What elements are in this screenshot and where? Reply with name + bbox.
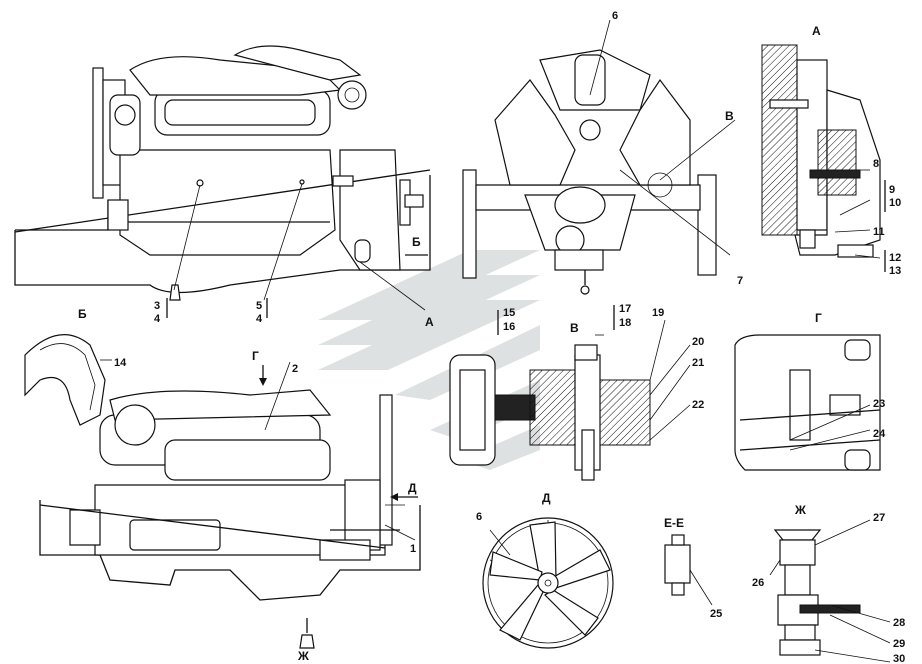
label-10: 10 (889, 197, 901, 209)
label-20: 20 (692, 336, 704, 348)
label-19: 19 (652, 307, 664, 319)
view-title-G: Г (815, 311, 822, 325)
label-12: 12 (889, 252, 901, 264)
view-B-mount (24, 334, 112, 426)
label-9: 9 (889, 184, 895, 196)
label-23: 23 (873, 398, 885, 410)
engine-front-view (462, 19, 736, 295)
label-18: 18 (619, 317, 631, 329)
engine-side-view-top (14, 45, 431, 318)
view-EE (664, 534, 713, 606)
label-25: 25 (710, 608, 722, 620)
callout-B: Б (412, 235, 421, 249)
label-6-top: 6 (612, 10, 618, 22)
label-22: 22 (692, 399, 704, 411)
label-11: 11 (873, 226, 885, 238)
label-6-fan: 6 (476, 511, 482, 523)
label-14: 14 (114, 357, 127, 369)
view-Zh-drain (769, 519, 891, 663)
callout-Zh: Ж (297, 649, 309, 663)
view-title-Zh: Ж (794, 503, 806, 517)
view-V-section (449, 305, 691, 481)
label-27: 27 (873, 512, 885, 524)
watermark-logo (318, 250, 540, 470)
label-5: 5 (256, 300, 262, 312)
label-3: 3 (154, 300, 160, 312)
label-4a: 4 (154, 313, 161, 325)
view-title-B: Б (78, 307, 87, 321)
label-17: 17 (619, 303, 631, 315)
label-8: 8 (873, 158, 879, 170)
label-24: 24 (873, 428, 886, 440)
view-title-D: Д (542, 491, 551, 505)
label-1: 1 (410, 543, 416, 555)
label-28: 28 (893, 617, 905, 629)
label-26: 26 (752, 577, 764, 589)
view-G (734, 334, 881, 471)
label-29: 29 (893, 638, 905, 650)
view-title-A: А (812, 24, 821, 38)
arrow-D: Д (408, 481, 417, 495)
view-D-fan (482, 517, 614, 649)
arrow-G: Г (252, 349, 259, 363)
label-2: 2 (292, 363, 298, 375)
callout-A: А (425, 315, 434, 329)
label-15: 15 (503, 307, 515, 319)
label-4b: 4 (256, 313, 263, 325)
label-21: 21 (692, 357, 704, 369)
label-7: 7 (737, 275, 743, 287)
callout-V: В (725, 109, 734, 123)
engine-side-view-bottom (39, 361, 421, 649)
label-16: 16 (503, 321, 515, 333)
label-30: 30 (893, 653, 905, 664)
label-13: 13 (889, 265, 901, 277)
view-title-EE: Е-Е (664, 516, 684, 530)
section-view-A (761, 44, 886, 272)
view-title-V: В (570, 321, 579, 335)
